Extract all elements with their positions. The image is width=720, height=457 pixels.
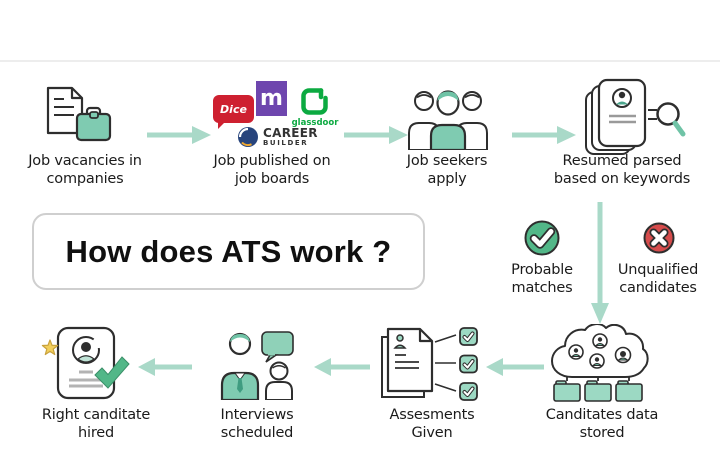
- arrow-down-icon: [591, 202, 609, 324]
- step-label-data-stored: Canditates data stored: [545, 407, 659, 442]
- green-check-icon: [94, 356, 130, 389]
- careerbuilder-text-bottom: BUILDER: [263, 139, 309, 147]
- careerbuilder-circle-icon: [238, 127, 258, 147]
- cloud-avatar-icon: [614, 346, 632, 364]
- job-seekers-icon: [408, 90, 488, 150]
- arrow-left-icon: [314, 358, 370, 376]
- step-label-job-boards: Job published on job boards: [213, 153, 331, 188]
- step-label-assessments: Assesments Given: [389, 407, 475, 442]
- cloud-avatar-icon: [592, 333, 608, 349]
- monster-logo-text: m: [260, 85, 283, 111]
- arrow-left-icon: [486, 358, 544, 376]
- careerbuilder-logo: CAREER BUILDER: [237, 126, 318, 148]
- arrow-right-icon: [147, 126, 211, 144]
- monster-logo: m: [256, 81, 287, 116]
- assessments-icon: [381, 327, 478, 401]
- checkbox-checked-icon: [459, 382, 478, 401]
- folder-icon: [584, 380, 612, 402]
- title-box: How does ATS work ?: [32, 213, 425, 290]
- star-icon: [41, 339, 59, 356]
- glassdoor-logo-icon: [301, 88, 328, 115]
- step-label-interviews: Interviews scheduled: [220, 407, 294, 442]
- dice-logo: Dice: [213, 95, 254, 129]
- speech-bubble-icon: [261, 331, 294, 356]
- check-circle-icon: [524, 220, 560, 256]
- top-divider: [0, 60, 720, 62]
- cloud-avatar-icon: [568, 344, 584, 360]
- job-vacancies-icon: [46, 86, 112, 142]
- step-label-hired: Right canditate hired: [41, 407, 151, 442]
- careerbuilder-text-top: CAREER: [263, 126, 318, 140]
- branch-label-probable-matches: Probable matches: [511, 262, 573, 297]
- checkbox-checked-icon: [459, 354, 478, 374]
- x-circle-icon: [643, 222, 675, 254]
- step-label-job-seekers: Job seekers apply: [406, 153, 488, 188]
- candidate-hired-icon: [41, 326, 130, 400]
- resume-parsed-icon: [585, 78, 686, 155]
- cloud-avatar-icon: [589, 353, 605, 369]
- dice-logo-text: Dice: [220, 102, 247, 116]
- branch-label-unqualified-candidates: Unqualified candidates: [617, 262, 699, 297]
- step-label-resume-parsed: Resumed parsed based on keywords: [553, 153, 691, 188]
- arrow-right-icon: [512, 126, 576, 144]
- arrow-left-icon: [138, 358, 192, 376]
- step-label-job-vacancies: Job vacancies in companies: [28, 153, 142, 188]
- folder-icon: [615, 380, 643, 402]
- page-title: How does ATS work ?: [65, 233, 392, 269]
- glassdoor-logo-text: glassdoor: [291, 118, 339, 128]
- checkbox-checked-icon: [459, 327, 478, 346]
- candidates-data-stored-icon: [551, 324, 649, 402]
- arrow-right-icon: [344, 126, 408, 144]
- interviews-icon: [220, 331, 294, 400]
- folder-icon: [553, 380, 581, 402]
